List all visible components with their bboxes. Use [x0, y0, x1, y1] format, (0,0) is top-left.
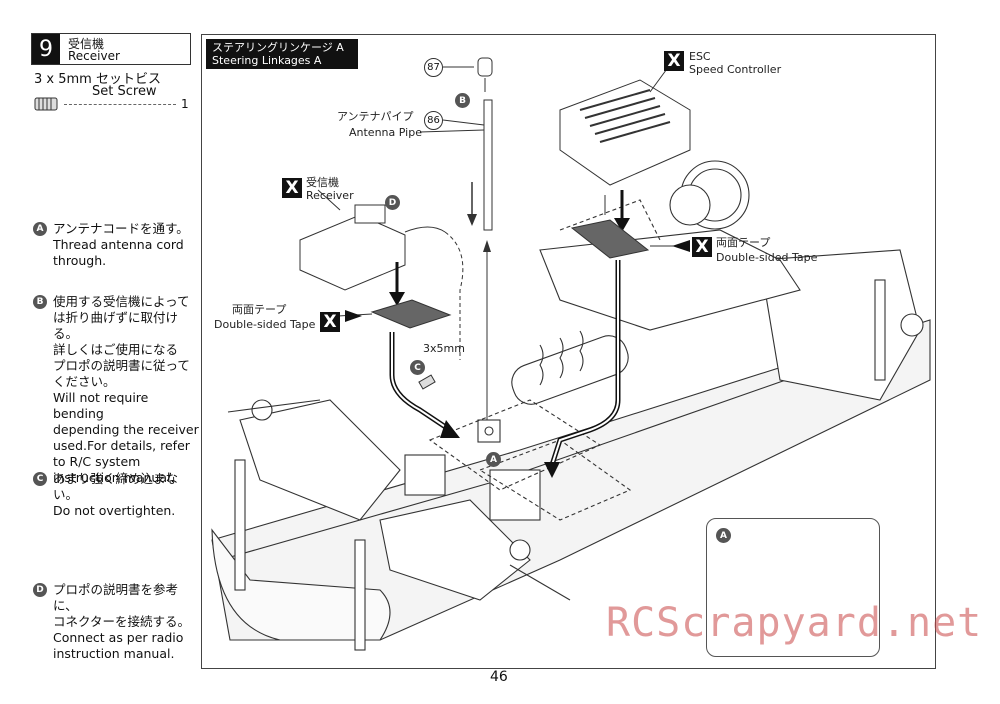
esc-label: ESC [689, 50, 711, 63]
part-86-callout: 86 [424, 111, 443, 130]
diagram-title-en: Steering Linkages A [212, 54, 322, 67]
step-title-en: Receiver [68, 49, 120, 63]
note-text: あまり強く締め込まない。 Do not overtighten. [53, 471, 179, 518]
quantity-leader-line [64, 104, 176, 105]
note-c: C あまり強く締め込まない。 Do not overtighten. [33, 471, 201, 519]
antenna-pipe-label-jp: アンテナパイプ [337, 110, 414, 123]
set-screw-label-en: Set Screw [92, 84, 157, 99]
inset-letter-a-marker: A [716, 528, 731, 543]
note-badge: B [33, 295, 47, 309]
set-screw-quantity: 1 [181, 97, 189, 111]
note-text: アンテナコードを通す。 Thread antenna cord through. [53, 221, 189, 268]
note-badge: C [33, 472, 47, 486]
set-screw-icon [34, 97, 58, 111]
set-screw-label-jp: 3 x 5mm セットビス [34, 72, 161, 87]
diagram-frame [201, 34, 936, 669]
letter-b-marker: B [455, 93, 470, 108]
esc-x-marker: X [664, 51, 684, 71]
note-a: A アンテナコードを通す。 Thread antenna cord throug… [33, 221, 201, 269]
esc-tape-label-jp: 両面テープ [716, 236, 771, 249]
diagram-title-jp: ステアリングリンケージ A [212, 41, 344, 54]
detail-inset-a [706, 518, 880, 657]
note-b: B 使用する受信機によって は折り曲げずに取付ける。 詳しくはご使用になる プロ… [33, 294, 201, 486]
speed-controller-label: Speed Controller [689, 63, 782, 76]
receiver-tape-x-marker: X [320, 312, 340, 332]
screw-size-label: 3x5mm [423, 342, 465, 355]
note-d: D プロポの説明書を参考に、 コネクターを接続する。 Connect as pe… [33, 582, 201, 662]
receiver-label-en: Receiver [306, 189, 354, 202]
note-badge: D [33, 583, 47, 597]
diagram-title: ステアリングリンケージ A Steering Linkages A [206, 39, 358, 69]
step-title-jp: 受信機 [68, 37, 105, 51]
receiver-x-marker: X [282, 178, 302, 198]
page-number: 46 [490, 669, 508, 685]
step-header: 9 受信機 Receiver [31, 33, 191, 65]
letter-d-marker: D [385, 195, 400, 210]
receiver-tape-label-en: Double-sided Tape [214, 318, 316, 331]
note-text: 使用する受信機によって は折り曲げずに取付ける。 詳しくはご使用になる プロポの… [53, 294, 199, 485]
letter-c-marker: C [410, 360, 425, 375]
watermark: RCScrapyard.net [606, 600, 983, 646]
receiver-tape-label-jp: 両面テープ [232, 303, 287, 316]
esc-tape-label-en: Double-sided Tape [716, 251, 818, 264]
note-text: プロポの説明書を参考に、 コネクターを接続する。 Connect as per … [53, 582, 191, 661]
note-badge: A [33, 222, 47, 236]
step-number: 9 [32, 34, 60, 64]
esc-tape-x-marker: X [692, 237, 712, 257]
receiver-label-jp: 受信機 [306, 176, 339, 189]
letter-a-marker: A [486, 452, 501, 467]
antenna-pipe-label-en: Antenna Pipe [349, 126, 422, 139]
part-87-callout: 87 [424, 58, 443, 77]
